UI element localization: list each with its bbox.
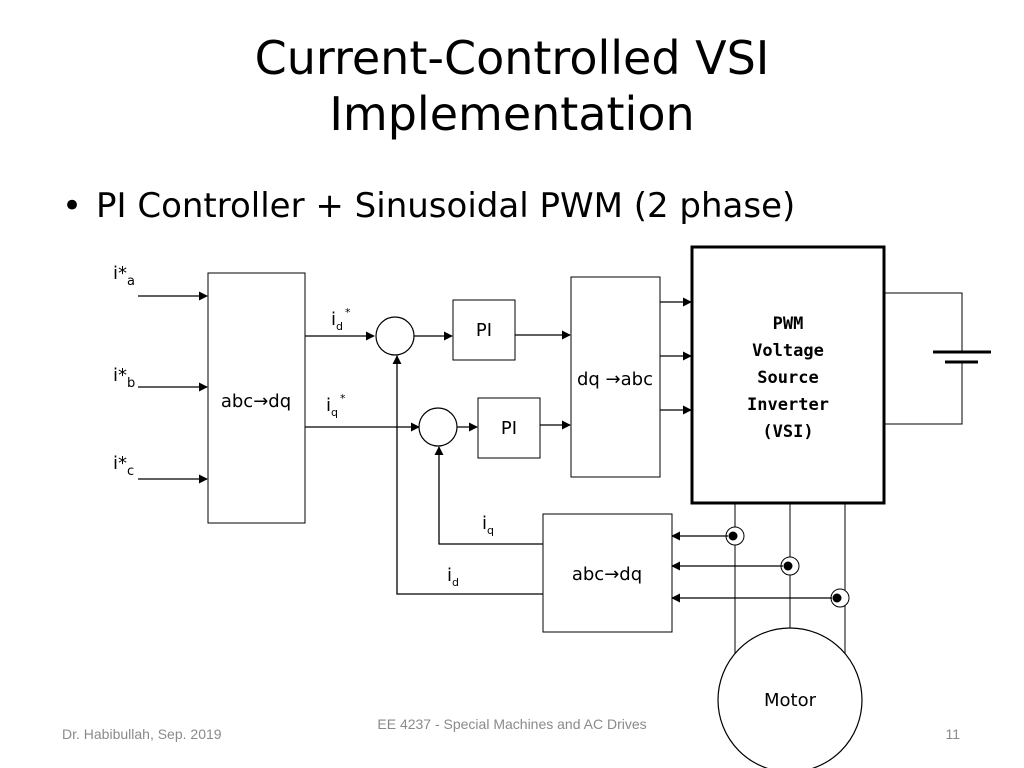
bullet-text: PI Controller + Sinusoidal PWM (2 phase) — [96, 186, 796, 226]
pi-block-d — [452, 299, 516, 361]
id-feedback-label: id — [447, 565, 459, 589]
bullet-item: • PI Controller + Sinusoidal PWM (2 phase… — [62, 186, 795, 226]
vsi-line-1: PWM — [773, 314, 804, 334]
vsi-line-5: (VSI) — [762, 422, 813, 442]
vsi-block — [690, 245, 886, 505]
footer-course: EE 4237 - Special Machines and AC Drives — [377, 716, 647, 732]
vsi-line-4: Inverter — [747, 395, 829, 415]
current-sensor-b-icon — [780, 556, 800, 576]
slide-title: Current-Controlled VSI Implementation — [0, 30, 1024, 142]
abc-dq-block — [207, 272, 306, 524]
input-ib-label: i*b — [113, 365, 135, 391]
footer-author: Dr. Habibullah, Sep. 2019 — [62, 726, 222, 742]
footer-page-number: 11 — [945, 726, 960, 742]
current-sensor-c-icon — [830, 588, 850, 608]
motor-icon — [717, 627, 863, 768]
abc-dq-label: abc→dq — [221, 391, 291, 412]
iq-ref-label: iq* — [326, 392, 346, 419]
title-line-2: Implementation — [329, 87, 695, 141]
pi-block-q — [477, 397, 541, 459]
pi-d-label: PI — [476, 320, 492, 341]
input-ia-label: i*a — [113, 263, 135, 289]
summer-q — [418, 407, 458, 447]
bullet-dot-icon: • — [62, 186, 83, 226]
title-line-1: Current-Controlled VSI — [254, 31, 770, 85]
iq-feedback-label: iq — [482, 513, 494, 537]
feedback-abc-dq-label: abc→dq — [572, 564, 642, 585]
motor-label: Motor — [764, 690, 817, 711]
id-feedback-arrow — [392, 355, 543, 595]
current-sensor-a-icon — [725, 526, 745, 546]
summer-d — [375, 316, 415, 356]
battery-icon — [884, 292, 991, 425]
vsi-line-2: Voltage — [752, 341, 824, 361]
dq-abc-label: dq →abc — [577, 369, 653, 390]
vsi-line-3: Source — [757, 368, 818, 388]
input-ic-label: i*c — [113, 453, 134, 479]
dq-abc-block — [570, 276, 661, 478]
feedback-abc-dq-block — [542, 513, 673, 633]
iq-feedback-arrow — [434, 446, 543, 545]
id-ref-label: id* — [331, 306, 351, 333]
pi-q-label: PI — [501, 418, 517, 439]
